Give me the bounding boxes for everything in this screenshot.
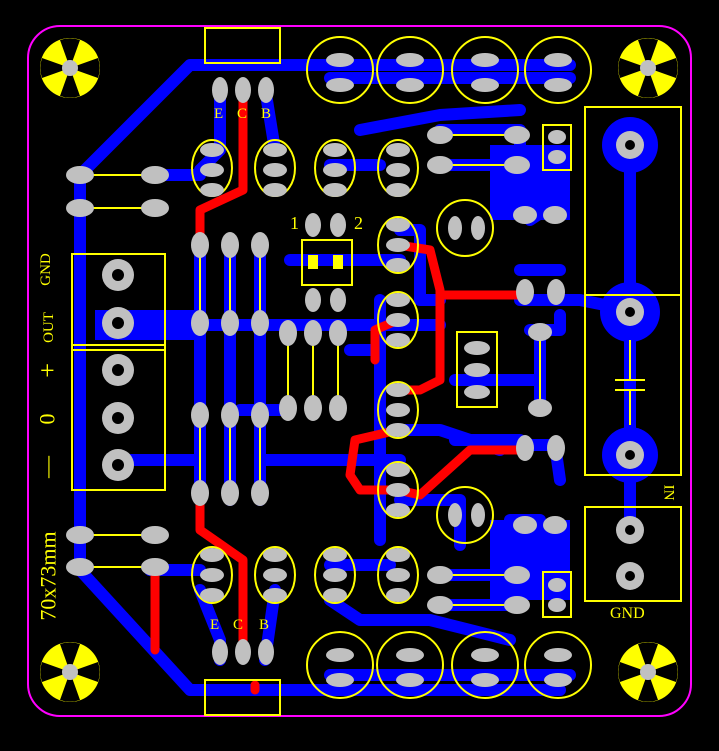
mounting-holes: [40, 38, 678, 702]
transistor-top-b-label: B: [261, 106, 272, 122]
transistor-top-e-label: E: [214, 106, 224, 122]
top-copper-traces: [150, 85, 530, 695]
trim-pin-1-label: 1: [290, 213, 299, 233]
board-outline: [27, 25, 692, 717]
input-cap-outline: [584, 106, 682, 476]
trimmer-pads: [308, 255, 343, 269]
board-size-label: 70x73mm: [35, 531, 61, 621]
mounting-hole-top-right: [618, 38, 678, 98]
mounting-hole-bottom-left: [40, 642, 100, 702]
pads: [66, 53, 644, 687]
mounting-hole-bottom-right: [618, 642, 678, 702]
input-connector-outline: [584, 506, 682, 602]
transistor-top-body: [204, 27, 281, 64]
supply-plus-label: +: [40, 356, 55, 385]
transistor-bottom-c-label: C: [233, 617, 244, 633]
trim-pin-2-label: 2: [354, 213, 363, 233]
supply-connector-outline: [71, 344, 166, 491]
output-gnd-label: GND: [37, 253, 54, 286]
supply-zero-label: 0: [34, 413, 60, 425]
silkscreen: [71, 27, 682, 716]
trimmer-outline: [301, 239, 353, 286]
output-connector-outline: [71, 253, 166, 351]
transistor-bottom-body: [204, 679, 281, 716]
supply-minus-label: —: [34, 456, 59, 478]
input-gnd-label: GND: [610, 605, 645, 622]
input-in-label: IN: [660, 484, 677, 501]
transistor-bottom-b-label: B: [259, 617, 270, 633]
transistor-top-c-label: C: [237, 106, 248, 122]
transistor-bottom-e-label: E: [210, 617, 220, 633]
output-out-label: OUT: [40, 312, 57, 343]
mounting-hole-top-left: [40, 38, 100, 98]
